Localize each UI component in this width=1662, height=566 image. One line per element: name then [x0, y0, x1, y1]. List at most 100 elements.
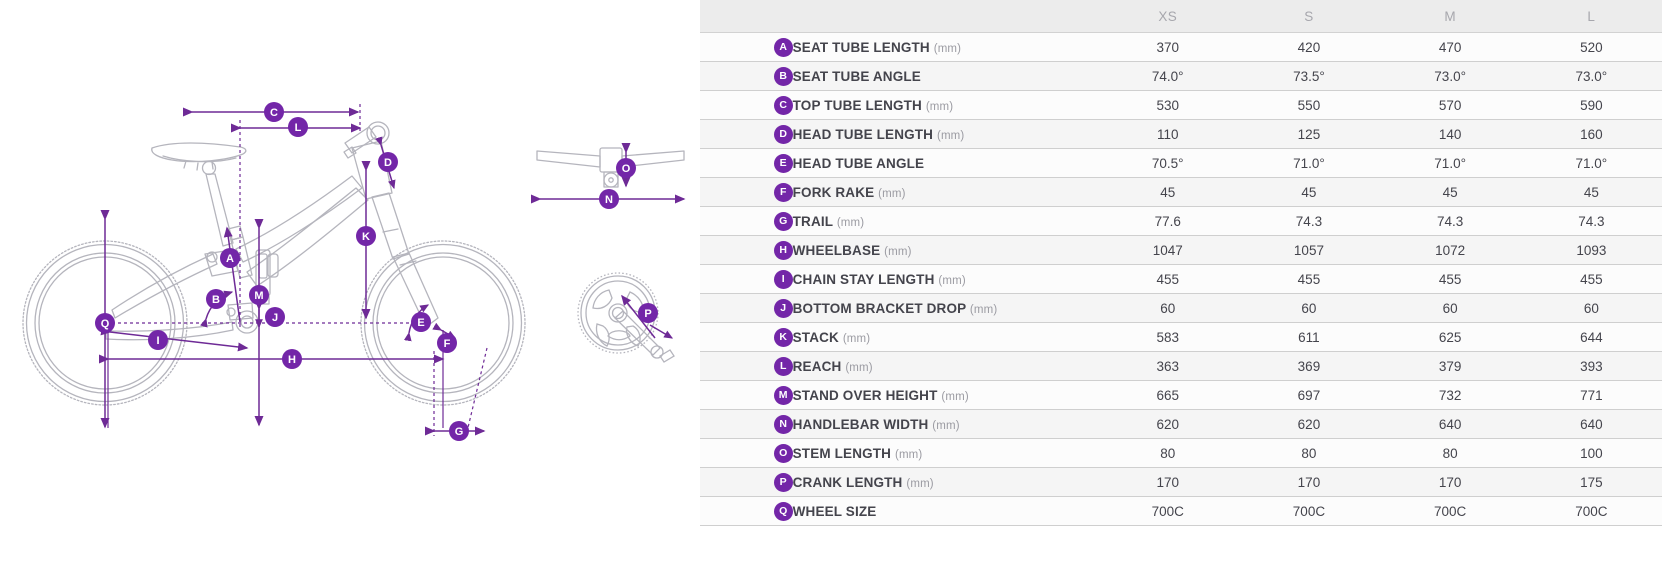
row-label-G: TRAIL (mm)	[792, 206, 1098, 236]
callout-label-B: B	[212, 294, 220, 306]
cell-O-M: 80	[1379, 438, 1521, 468]
cell-B-L: 73.0°	[1520, 61, 1662, 91]
callout-circle-C	[264, 102, 284, 122]
row-label-A: SEAT TUBE LENGTH (mm)	[792, 32, 1098, 62]
row-label-text: WHEELBASE	[792, 242, 881, 258]
cell-L-M: 379	[1379, 351, 1521, 381]
callout-label-H: H	[288, 354, 296, 366]
callout-label-L: L	[295, 122, 302, 134]
cell-M-S: 697	[1238, 380, 1380, 410]
callout-badge-L: L	[773, 356, 793, 376]
callout-badge-N: N	[773, 414, 793, 434]
callout-circle-M	[249, 285, 269, 305]
row-label-text: SEAT TUBE LENGTH	[792, 39, 930, 55]
row-label-text: BOTTOM BRACKET DROP	[792, 300, 967, 316]
cell-B-M: 73.0°	[1379, 61, 1521, 91]
cell-G-S: 74.3	[1238, 206, 1380, 236]
cell-I-M: 455	[1379, 264, 1521, 294]
cell-C-XS: 530	[1097, 90, 1239, 120]
cell-L-L: 393	[1520, 351, 1662, 381]
row-label-unit: (mm)	[845, 361, 873, 374]
row-label-B: SEAT TUBE ANGLE	[792, 61, 1098, 91]
cell-C-S: 550	[1238, 90, 1380, 120]
dimension-line-I	[100, 326, 249, 352]
dimension-line-P2	[649, 324, 674, 339]
callout-circle-D	[378, 152, 398, 172]
diagram-callout-O: O	[616, 158, 636, 178]
row-label-text: FORK RAKE	[792, 184, 875, 200]
diagram-callout-M: M	[249, 285, 269, 305]
callout-badge-A: A	[773, 37, 793, 57]
cell-M-L: 771	[1520, 380, 1662, 410]
cell-K-L: 644	[1520, 322, 1662, 352]
row-badge-cell-I: I	[700, 264, 793, 294]
diagram-callout-L: L	[288, 117, 308, 137]
row-label-unit: (mm)	[925, 100, 954, 113]
callout-label-P: P	[644, 308, 651, 320]
row-badge-cell-N: N	[700, 409, 793, 439]
row-badge-cell-D: D	[700, 119, 793, 149]
callout-badge-J: J	[773, 298, 793, 318]
callout-label-Q: Q	[101, 318, 110, 330]
row-badge-cell-H: H	[700, 235, 793, 265]
diagram-callout-D: D	[378, 152, 398, 172]
cell-P-M: 170	[1379, 467, 1521, 497]
header-size-m[interactable]: M	[1379, 0, 1521, 33]
row-badge-cell-K: K	[700, 322, 793, 352]
cell-Q-M: 700C	[1379, 496, 1521, 526]
cell-K-M: 625	[1379, 322, 1521, 352]
row-label-unit: (mm)	[933, 42, 962, 55]
cell-O-L: 100	[1520, 438, 1662, 468]
row-label-H: WHEELBASE (mm)	[792, 235, 1098, 265]
cell-A-XS: 370	[1097, 32, 1239, 62]
diagram-callout-B: B	[206, 289, 226, 309]
cell-E-L: 71.0°	[1520, 148, 1662, 178]
row-label-unit: (mm)	[878, 187, 906, 200]
cell-J-L: 60	[1520, 293, 1662, 323]
cell-K-S: 611	[1238, 322, 1380, 352]
diagram-callout-C: C	[264, 102, 284, 122]
callout-label-M: M	[254, 290, 263, 302]
row-label-L: REACH (mm)	[792, 351, 1098, 381]
cell-P-L: 175	[1520, 467, 1662, 497]
cell-C-M: 570	[1379, 90, 1521, 120]
callout-badge-E: E	[773, 153, 793, 173]
row-label-unit: (mm)	[836, 216, 865, 229]
callout-badge-P: P	[773, 472, 793, 492]
callout-label-A: A	[226, 253, 234, 265]
cell-N-M: 640	[1379, 409, 1521, 439]
row-label-K: STACK (mm)	[792, 322, 1098, 352]
cell-I-XS: 455	[1097, 264, 1239, 294]
cell-F-S: 45	[1238, 177, 1380, 207]
cell-L-S: 369	[1238, 351, 1380, 381]
header-badge-col	[700, 0, 793, 33]
callout-circle-N	[599, 189, 619, 209]
diagram-callout-I: I	[148, 330, 168, 350]
cell-E-M: 71.0°	[1379, 148, 1521, 178]
row-label-text: TOP TUBE LENGTH	[792, 97, 922, 113]
cell-J-M: 60	[1379, 293, 1521, 323]
cell-F-XS: 45	[1097, 177, 1239, 207]
diagram-callout-K: K	[356, 226, 376, 246]
row-label-unit: (mm)	[842, 332, 871, 345]
header-size-s[interactable]: S	[1238, 0, 1380, 33]
row-label-text: HEAD TUBE LENGTH	[792, 126, 934, 142]
diagram-callout-F: F	[437, 333, 457, 353]
callout-label-D: D	[384, 157, 392, 169]
handlebar-top-view	[536, 147, 685, 188]
guide-line-trail-2	[465, 347, 488, 437]
callout-badge-G: G	[773, 211, 793, 231]
cell-H-S: 1057	[1238, 235, 1380, 265]
row-badge-cell-L: L	[700, 351, 793, 381]
header-size-xs[interactable]: XS	[1097, 0, 1239, 33]
header-size-l[interactable]: L	[1520, 0, 1662, 33]
header-row: XS S M L	[700, 0, 1662, 33]
diagram-callout-J: J	[265, 307, 285, 327]
row-badge-cell-O: O	[700, 438, 793, 468]
row-label-I: CHAIN STAY LENGTH (mm)	[792, 264, 1098, 294]
